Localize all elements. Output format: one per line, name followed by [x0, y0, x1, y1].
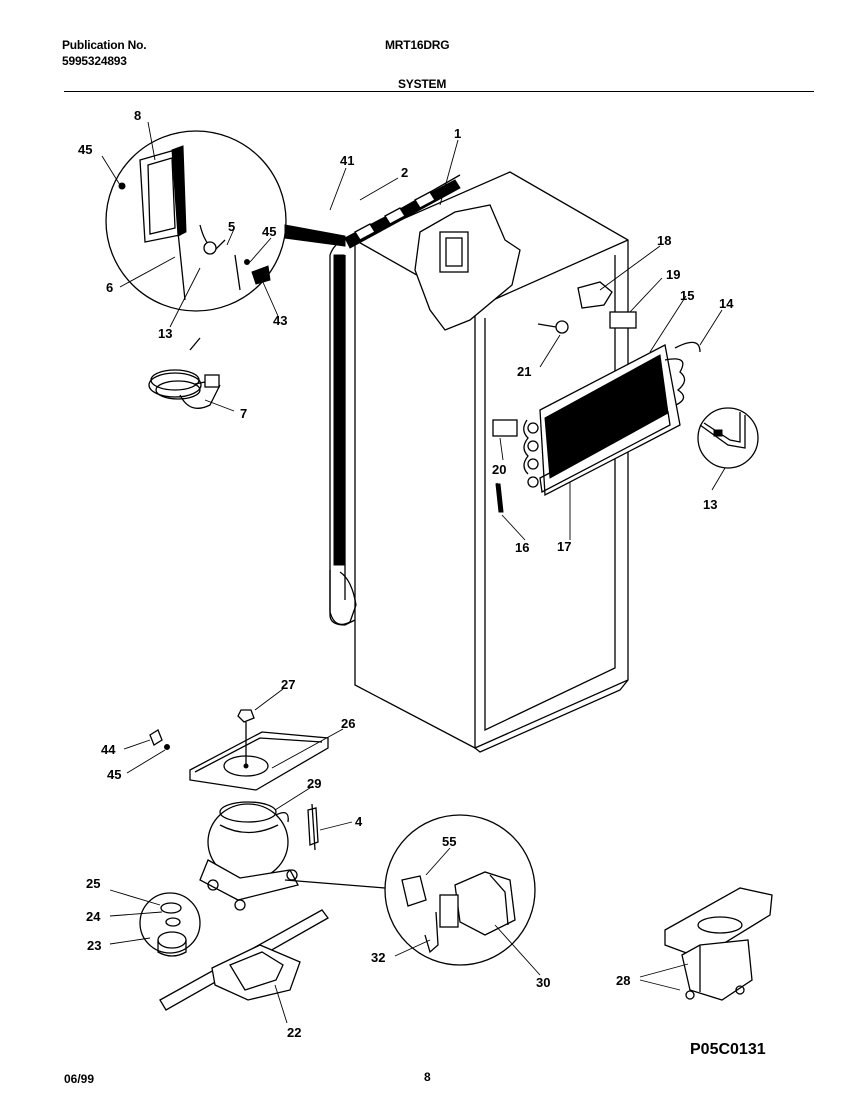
- callout-45-bottom: 45: [107, 767, 121, 782]
- drain-pan-assembly: [664, 887, 773, 1001]
- callout-13-left: 13: [158, 326, 172, 341]
- leader-lines: [101, 121, 726, 1024]
- callout-24: 24: [86, 909, 101, 924]
- callout-55: 55: [442, 834, 456, 849]
- callout-44: 44: [101, 742, 116, 757]
- callout-22: 22: [287, 1025, 301, 1040]
- callout-45-top: 45: [78, 142, 92, 157]
- evaporator: [523, 341, 701, 497]
- page-number: 8: [424, 1070, 431, 1084]
- model-number: MRT16DRG: [385, 38, 450, 52]
- callout-23: 23: [87, 938, 101, 953]
- refrigerator-cabinet: [354, 171, 629, 753]
- header-rule: [64, 91, 814, 92]
- callout-14: 14: [719, 296, 734, 311]
- callout-45-mid: 45: [262, 224, 276, 239]
- drawing-code: P05C0131: [690, 1041, 766, 1058]
- callout-13-right: 13: [703, 497, 717, 512]
- callout-41: 41: [340, 153, 354, 168]
- callout-8: 8: [134, 108, 141, 123]
- callout-29: 29: [307, 776, 321, 791]
- callout-19: 19: [666, 267, 680, 282]
- clip-and-screw: [149, 729, 170, 750]
- callout-4: 4: [355, 814, 363, 829]
- callout-20: 20: [492, 462, 506, 477]
- callout-15: 15: [680, 288, 694, 303]
- compressor-bracket: [159, 909, 329, 1011]
- callout-17: 17: [557, 539, 571, 554]
- detail-circle-right: [697, 407, 759, 469]
- callout-6: 6: [106, 280, 113, 295]
- condenser-coil: [284, 174, 461, 626]
- callout-18: 18: [657, 233, 671, 248]
- callout-43: 43: [273, 313, 287, 328]
- publication-number: 5995324893: [62, 54, 127, 68]
- compressor: [139, 801, 386, 957]
- callout-21: 21: [517, 364, 531, 379]
- callout-26: 26: [341, 716, 355, 731]
- callout-16: 16: [515, 540, 529, 555]
- drip-pan: [189, 709, 329, 791]
- callout-5: 5: [228, 219, 235, 234]
- callout-1: 1: [454, 126, 461, 141]
- detail-circle-relay: [384, 814, 536, 966]
- detail-circle-upper-left: [105, 130, 287, 312]
- section-title: SYSTEM: [398, 77, 447, 91]
- callout-25: 25: [86, 876, 100, 891]
- callout-30: 30: [536, 975, 550, 990]
- callout-7: 7: [240, 406, 247, 421]
- callout-labels: 1 2 4 5 6 7 8 13 13 14 15 16 17 18 19 20…: [78, 108, 734, 1040]
- power-cord: [148, 337, 221, 409]
- callout-27: 27: [281, 677, 295, 692]
- callout-28: 28: [616, 973, 630, 988]
- callout-2: 2: [401, 165, 408, 180]
- publication-label: Publication No.: [62, 38, 147, 52]
- control-components: [492, 281, 637, 513]
- footer-date: 06/99: [64, 1072, 95, 1086]
- callout-32: 32: [371, 950, 385, 965]
